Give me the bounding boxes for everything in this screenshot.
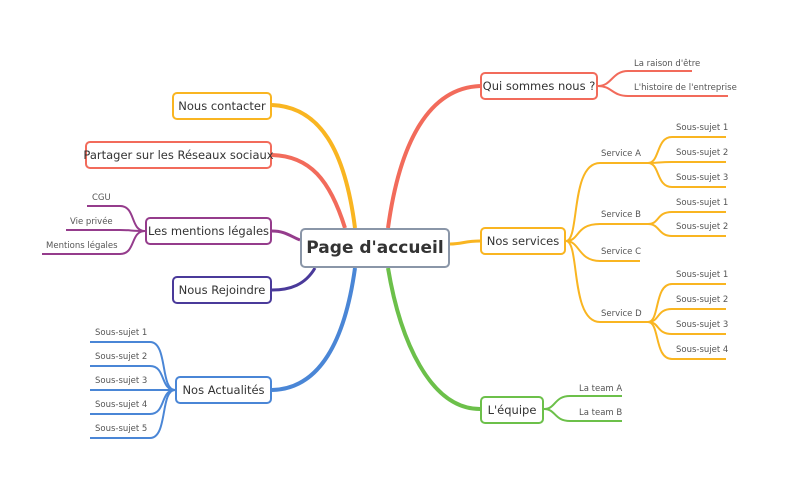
subtopic-team-b[interactable]: La team B — [579, 408, 623, 418]
topic-qui-sommes-nous[interactable]: Qui sommes nous ? — [480, 72, 598, 100]
service-a-sous-sujet[interactable]: Sous-sujet 3 — [676, 173, 729, 183]
actualites-sous-sujet[interactable]: Sous-sujet 2 — [95, 352, 148, 362]
actualites-sous-sujet[interactable]: Sous-sujet 3 — [95, 376, 148, 386]
topic-nous-contacter[interactable]: Nous contacter — [172, 92, 272, 120]
actualites-sous-sujet[interactable]: Sous-sujet 5 — [95, 424, 148, 434]
service-d-sous-sujet[interactable]: Sous-sujet 4 — [676, 345, 729, 355]
subtopic-service-c[interactable]: Service C — [601, 247, 642, 257]
subtopic-mentions-legales[interactable]: Mentions légales — [46, 241, 118, 251]
topic-partager-reseaux[interactable]: Partager sur les Réseaux sociaux — [83, 141, 274, 169]
link-services — [449, 239, 481, 246]
link-actualites — [271, 267, 357, 392]
topic-nos-actualites[interactable]: Nos Actualités — [175, 376, 272, 404]
link-act-5 — [90, 389, 176, 439]
link-a-3 — [647, 162, 726, 188]
link-mentions-3 — [42, 230, 146, 255]
subtopic-vie-privee[interactable]: Vie privée — [70, 217, 113, 227]
service-d-sous-sujet[interactable]: Sous-sujet 1 — [676, 270, 729, 280]
topic-equipe[interactable]: L'équipe — [480, 396, 544, 424]
service-a-sous-sujet[interactable]: Sous-sujet 2 — [676, 148, 729, 158]
subtopic-raison-detre[interactable]: La raison d'être — [634, 59, 701, 69]
subtopic-service-a[interactable]: Service A — [601, 149, 641, 159]
link-d-4 — [647, 321, 726, 360]
link-mentions-2 — [66, 229, 146, 232]
link-qui-2 — [597, 85, 728, 97]
link-qui — [386, 84, 481, 229]
topic-nous-rejoindre[interactable]: Nous Rejoindre — [172, 276, 272, 304]
link-b-2 — [647, 223, 726, 237]
link-a-2 — [647, 161, 726, 164]
subtopic-service-d[interactable]: Service D — [601, 309, 642, 319]
link-svc-a — [565, 162, 648, 242]
service-b-sous-sujet[interactable]: Sous-sujet 2 — [676, 222, 729, 232]
topic-mentions-legales[interactable]: Les mentions légales — [145, 217, 272, 245]
link-eq-2 — [543, 408, 622, 422]
service-b-sous-sujet[interactable]: Sous-sujet 1 — [676, 198, 729, 208]
subtopic-service-b[interactable]: Service B — [601, 210, 641, 220]
service-d-sous-sujet[interactable]: Sous-sujet 3 — [676, 320, 729, 330]
subtopic-cgu[interactable]: CGU — [92, 193, 111, 203]
actualites-sous-sujet[interactable]: Sous-sujet 4 — [95, 400, 148, 410]
link-svc-c — [565, 240, 640, 262]
service-d-sous-sujet[interactable]: Sous-sujet 2 — [676, 295, 729, 305]
topic-nos-services[interactable]: Nos services — [480, 227, 566, 255]
link-rejoindre — [271, 267, 317, 292]
central-topic[interactable]: Page d'accueil — [300, 228, 450, 268]
link-svc-d — [565, 240, 648, 323]
link-partager — [271, 153, 347, 229]
actualites-sous-sujet[interactable]: Sous-sujet 1 — [95, 328, 148, 338]
link-svc-b — [565, 223, 648, 242]
link-contact — [271, 103, 357, 229]
subtopic-histoire[interactable]: L'histoire de l'entreprise — [634, 83, 737, 93]
link-equipe — [386, 267, 481, 411]
link-mentions — [271, 229, 301, 242]
subtopic-team-a[interactable]: La team A — [579, 384, 623, 394]
service-a-sous-sujet[interactable]: Sous-sujet 1 — [676, 123, 729, 133]
